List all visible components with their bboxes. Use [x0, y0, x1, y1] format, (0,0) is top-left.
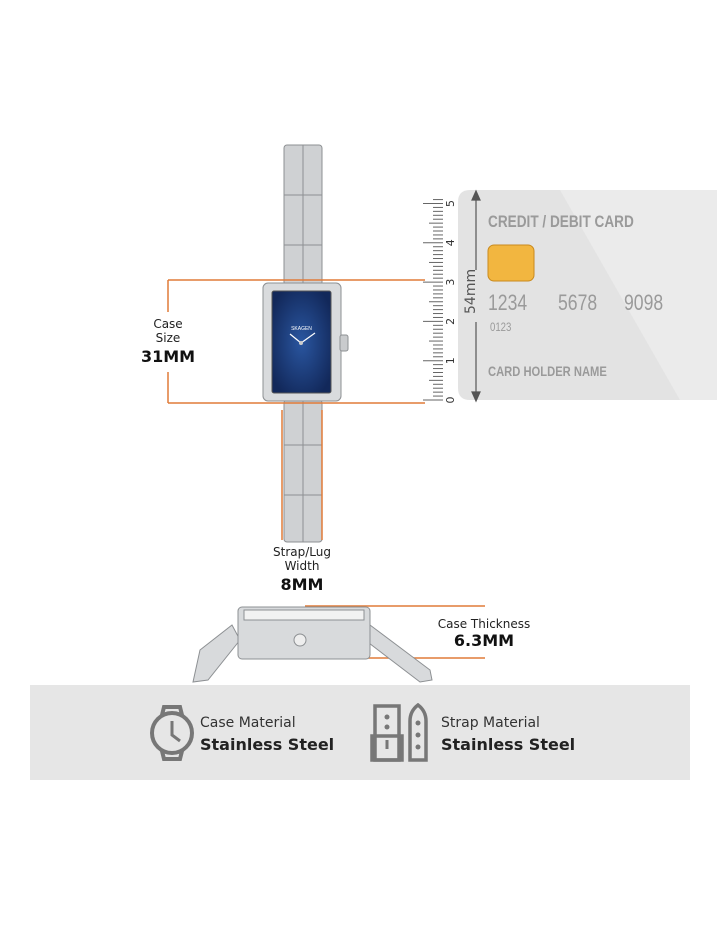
- strap-material-value: Stainless Steel: [441, 735, 576, 754]
- case-size-label-2: Size: [155, 331, 181, 345]
- watch-icon: [150, 705, 194, 761]
- ruler-label: 4: [444, 239, 457, 246]
- watch-strap-bottom: [283, 399, 323, 543]
- case-size-value: 31MM: [140, 347, 196, 366]
- case-thickness-label: Case Thickness: [437, 617, 531, 631]
- card-holder-name: CARD HOLDER NAME: [488, 363, 607, 379]
- strap-icon: [370, 703, 428, 762]
- strap-width-label-2: Width: [284, 559, 320, 573]
- ruler-label: 1: [444, 357, 457, 364]
- ruler: 0 1 2 3 4 5: [423, 199, 457, 404]
- strap-width-label: Strap/Lug: [273, 545, 331, 559]
- card-small-number: 0123: [490, 320, 512, 334]
- strap-width-value: 8MM: [280, 575, 324, 594]
- case-thickness-value: 6.3MM: [453, 631, 515, 650]
- card-number-1: 1234: [488, 290, 528, 315]
- case-material-label: Case Material: [200, 715, 296, 731]
- ruler-label: 3: [444, 279, 457, 286]
- watch-crown: [339, 334, 349, 352]
- case-size-label: Case: [153, 317, 183, 331]
- ruler-unit-label: 54mm: [463, 268, 479, 314]
- card-title: CREDIT / DEBIT CARD: [488, 212, 634, 231]
- watch-strap-top: [283, 144, 323, 286]
- ruler-label: 0: [444, 397, 457, 404]
- watch-side-view: [192, 606, 433, 683]
- card-number-2: 5678: [558, 290, 598, 315]
- watch-hands: [289, 332, 316, 344]
- ruler-label: 2: [444, 318, 457, 325]
- materials-band: [30, 685, 690, 780]
- dimension-arrow: [471, 189, 481, 403]
- watch-brand: SKAGEN: [291, 326, 312, 332]
- card-chip: [487, 244, 535, 282]
- strap-material-label: Strap Material: [441, 715, 540, 731]
- ruler-label: 5: [444, 200, 457, 207]
- case-size-lines: [167, 279, 485, 659]
- card-number-3: 9098: [624, 290, 664, 315]
- case-material-value: Stainless Steel: [200, 735, 335, 754]
